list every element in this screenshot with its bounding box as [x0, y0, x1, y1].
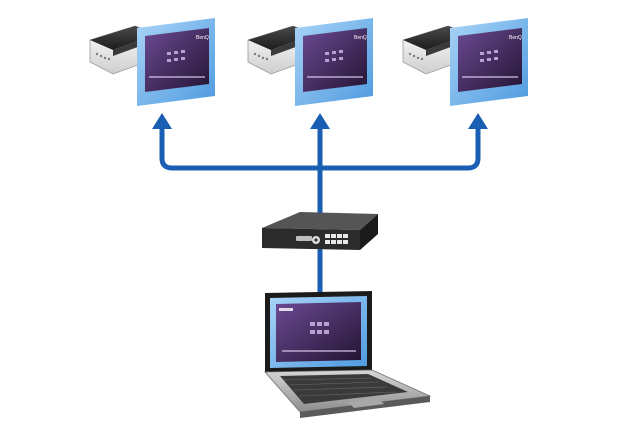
arrowhead-right — [468, 113, 488, 129]
projector-unit-left: BenQ — [89, 18, 215, 106]
branch-left-line — [159, 125, 323, 171]
projection-screen: BenQ — [137, 18, 215, 106]
projector-unit-right: BenQ — [402, 18, 528, 106]
projection-screen: BenQ — [295, 18, 373, 106]
laptop-icon — [264, 291, 432, 418]
projection-screen: BenQ — [450, 18, 528, 106]
arrowhead-center — [310, 113, 330, 129]
screen-brand-label: BenQ — [354, 35, 367, 41]
connector-lines — [159, 125, 481, 295]
screen-brand-label: BenQ — [509, 35, 522, 41]
screen-brand-label: BenQ — [196, 35, 209, 41]
arrowhead-left — [152, 113, 172, 129]
branch-right-line — [317, 125, 481, 171]
arrowheads — [152, 113, 488, 129]
projector-unit-center: BenQ — [247, 18, 373, 106]
network-switch-icon — [262, 212, 378, 250]
